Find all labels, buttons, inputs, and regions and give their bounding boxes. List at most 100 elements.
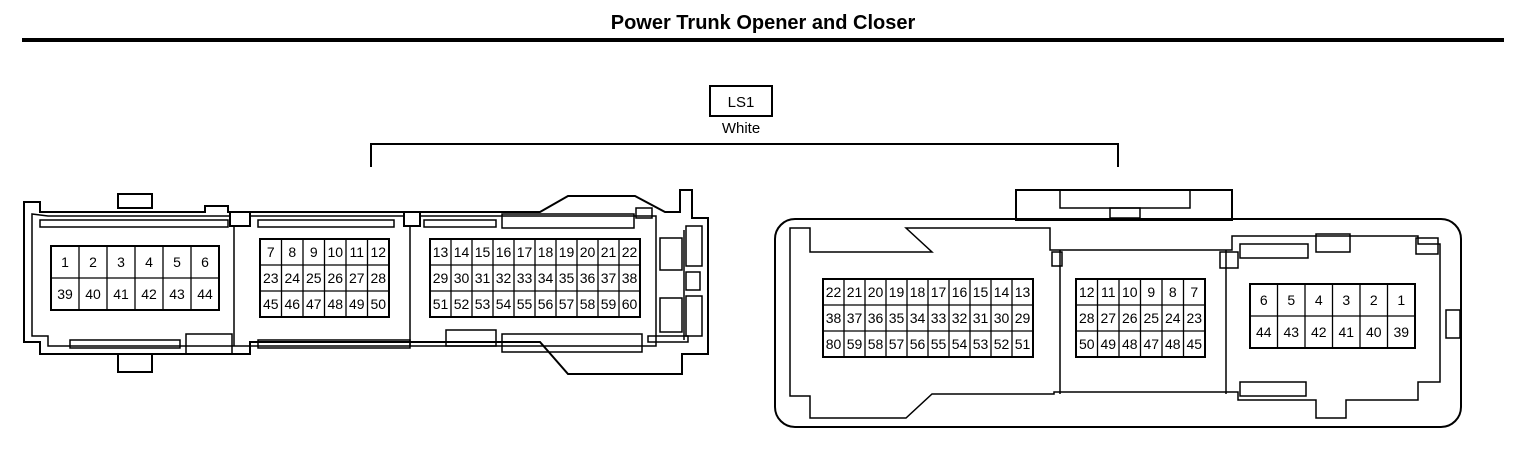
component-pin-30: 30 (994, 310, 1010, 326)
component-pin-35: 35 (889, 310, 905, 326)
component-pin-38: 38 (826, 310, 842, 326)
harness-pin-31: 31 (475, 270, 491, 286)
component-pin-3: 3 (1342, 292, 1350, 308)
component-pin-34: 34 (910, 310, 926, 326)
harness-pin-44: 44 (197, 286, 213, 302)
component-pin-29: 29 (1015, 310, 1031, 326)
component-pin-32: 32 (952, 310, 968, 326)
harness-pin-13: 13 (433, 244, 449, 260)
component-pin-26: 26 (1122, 310, 1138, 326)
harness-pin-9: 9 (310, 244, 318, 260)
component-pin-80: 80 (826, 336, 842, 352)
component-pin-56: 56 (910, 336, 926, 352)
harness-pin-60: 60 (622, 296, 638, 312)
harness-pin-17: 17 (517, 244, 533, 260)
harness-pin-22: 22 (622, 244, 638, 260)
component-pin-22: 22 (826, 284, 842, 300)
component-pin-18: 18 (910, 284, 926, 300)
harness-pin-21: 21 (601, 244, 617, 260)
harness-pin-43: 43 (169, 286, 185, 302)
connector-id-label: LS1 (728, 94, 755, 111)
component-pin-16: 16 (952, 284, 968, 300)
harness-pin-8: 8 (288, 244, 296, 260)
harness-pin-19: 19 (559, 244, 575, 260)
component-pin-7: 7 (1190, 284, 1198, 300)
component-pin-13: 13 (1015, 284, 1031, 300)
component-pin-59: 59 (847, 336, 863, 352)
harness-pin-37: 37 (601, 270, 617, 286)
component-pin-52: 52 (994, 336, 1010, 352)
component-pin-11: 11 (1101, 284, 1116, 300)
connector-id-box (709, 85, 773, 117)
component-pin-44: 44 (1256, 324, 1272, 340)
harness-pin-27: 27 (349, 270, 365, 286)
component-pin-12: 12 (1079, 284, 1095, 300)
component-pin-27: 27 (1100, 310, 1116, 326)
component-pin-58: 58 (868, 336, 884, 352)
component-pin-39: 39 (1393, 324, 1409, 340)
harness-pin-1: 1 (61, 254, 69, 270)
harness-pin-49: 49 (349, 296, 365, 312)
component-pin-21: 21 (847, 284, 863, 300)
harness-pin-39: 39 (57, 286, 73, 302)
harness-pin-48: 48 (327, 296, 343, 312)
connector-bracket (370, 143, 1119, 167)
component-pin-40: 40 (1366, 324, 1382, 340)
harness-pin-28: 28 (370, 270, 386, 286)
harness-pin-47: 47 (306, 296, 322, 312)
component-pin-43: 43 (1283, 324, 1299, 340)
harness-pin-42: 42 (141, 286, 157, 302)
harness-pin-33: 33 (517, 270, 533, 286)
component-pin-28: 28 (1079, 310, 1095, 326)
connector-color-label: White (722, 120, 760, 137)
component-pin-51: 51 (1015, 336, 1031, 352)
component-pin-33: 33 (931, 310, 947, 326)
component-pin-2: 2 (1370, 292, 1378, 308)
component-pin-49: 49 (1100, 336, 1116, 352)
harness-pin-10: 10 (327, 244, 343, 260)
harness-pin-23: 23 (263, 270, 279, 286)
harness-pin-55: 55 (517, 296, 533, 312)
component-pin-48: 48 (1165, 336, 1181, 352)
component-pin-48: 48 (1122, 336, 1138, 352)
harness-pin-5: 5 (173, 254, 181, 270)
harness-pin-56: 56 (538, 296, 554, 312)
harness-pin-53: 53 (475, 296, 491, 312)
component-pin-54: 54 (952, 336, 968, 352)
diagram-title: Power Trunk Opener and Closer (610, 12, 916, 34)
component-pin-41: 41 (1338, 324, 1354, 340)
harness-pin-25: 25 (306, 270, 322, 286)
component-pin-24: 24 (1165, 310, 1181, 326)
harness-pin-18: 18 (538, 244, 554, 260)
component-pin-50: 50 (1079, 336, 1095, 352)
harness-pin-40: 40 (85, 286, 101, 302)
harness-pin-15: 15 (475, 244, 491, 260)
component-pin-8: 8 (1169, 284, 1177, 300)
component-pin-23: 23 (1186, 310, 1202, 326)
harness-pin-50: 50 (370, 296, 386, 312)
component-pin-19: 19 (889, 284, 905, 300)
component-pin-1: 1 (1397, 292, 1405, 308)
component-pin-55: 55 (931, 336, 947, 352)
harness-pin-29: 29 (433, 270, 449, 286)
harness-pin-32: 32 (496, 270, 512, 286)
harness-pin-12: 12 (370, 244, 386, 260)
harness-pin-59: 59 (601, 296, 617, 312)
harness-pin-20: 20 (580, 244, 596, 260)
component-pin-10: 10 (1122, 284, 1138, 300)
harness-pin-58: 58 (580, 296, 596, 312)
harness-pin-2: 2 (89, 254, 97, 270)
harness-pin-14: 14 (454, 244, 470, 260)
harness-pin-51: 51 (433, 296, 449, 312)
component-pin-57: 57 (889, 336, 905, 352)
component-pin-9: 9 (1147, 284, 1155, 300)
component-pin-20: 20 (868, 284, 884, 300)
harness-pin-30: 30 (454, 270, 470, 286)
harness-pin-38: 38 (622, 270, 638, 286)
harness-pin-4: 4 (145, 254, 153, 270)
